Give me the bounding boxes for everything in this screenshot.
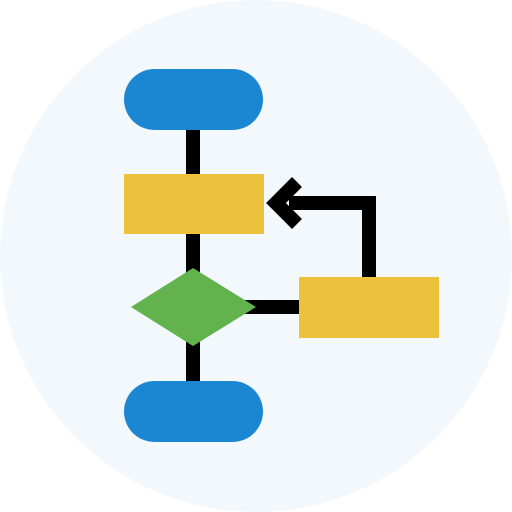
- loop-back-line: [289, 196, 376, 278]
- arrow-head-icon: [266, 177, 302, 229]
- end-terminator: [124, 381, 263, 442]
- decision-diamond: [131, 268, 256, 346]
- start-terminator: [124, 69, 263, 130]
- process-box-main: [124, 174, 264, 234]
- process-box-side: [299, 277, 439, 338]
